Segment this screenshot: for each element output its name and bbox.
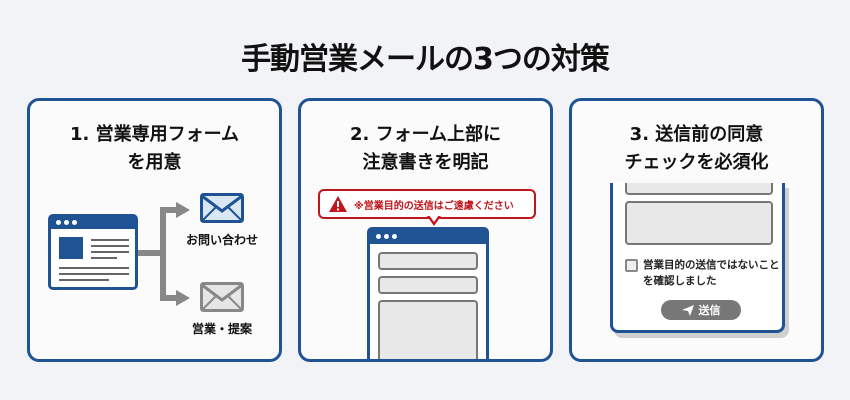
connector-line <box>138 250 163 256</box>
form-textarea <box>378 300 478 359</box>
panel-dedicated-form: 1. 営業専用フォーム を用意 お問い合わせ 営業・提案 <box>27 98 282 362</box>
envelope-gray-icon <box>200 282 244 312</box>
warning-triangle-icon <box>329 196 347 212</box>
form-field <box>625 183 773 195</box>
destination-label-sales: 営業・提案 <box>191 322 252 336</box>
browser-bar <box>370 230 486 244</box>
panel-title-line2: を用意 <box>127 152 182 173</box>
form-illustration: 営業目的の送信ではないことを確認しました 送信 <box>610 183 785 333</box>
form-textarea <box>625 201 773 245</box>
envelope-blue-icon <box>200 193 244 223</box>
panel-consent-check: 3. 送信前の同意 チェックを必須化 営業目的の送信ではないことを確認しました … <box>569 98 824 362</box>
connector-line <box>160 207 166 301</box>
form-illustration <box>367 227 489 359</box>
form-field <box>378 252 478 270</box>
panel-title-line1: 3. 送信前の同意 <box>629 124 764 145</box>
image-block <box>59 237 83 259</box>
warning-callout: ※営業目的の送信はご遠慮ください <box>318 189 536 219</box>
panel-title-line1: 1. 営業専用フォーム <box>69 124 240 145</box>
panel-warning-notice: 2. フォーム上部に 注意書きを明記 ※営業目的の送信はご遠慮ください <box>298 98 553 362</box>
consent-checkbox-label: 営業目的の送信ではないことを確認しました <box>643 259 780 287</box>
send-button[interactable]: 送信 <box>661 300 741 320</box>
paper-plane-icon <box>681 304 694 316</box>
form-field <box>378 276 478 294</box>
panel-title: 1. 営業専用フォーム を用意 <box>30 121 279 177</box>
arrow-right-icon <box>176 290 190 306</box>
panel-title-line1: 2. フォーム上部に <box>349 124 502 145</box>
warning-text: ※営業目的の送信はご遠慮ください <box>354 200 514 212</box>
panel-title: 3. 送信前の同意 チェックを必須化 <box>572 121 821 177</box>
destination-label-inquiry: お問い合わせ <box>185 233 258 247</box>
page-title: 手動営業メールの3つの対策 <box>241 42 610 77</box>
webpage-illustration <box>48 214 138 290</box>
consent-checkbox[interactable] <box>625 259 638 272</box>
browser-bar <box>51 217 135 229</box>
send-button-label: 送信 <box>698 304 721 317</box>
panel-title-line2: チェックを必須化 <box>624 152 769 173</box>
arrow-right-icon <box>176 202 190 218</box>
panel-title-line2: 注意書きを明記 <box>362 152 489 173</box>
panel-title: 2. フォーム上部に 注意書きを明記 <box>301 121 550 177</box>
